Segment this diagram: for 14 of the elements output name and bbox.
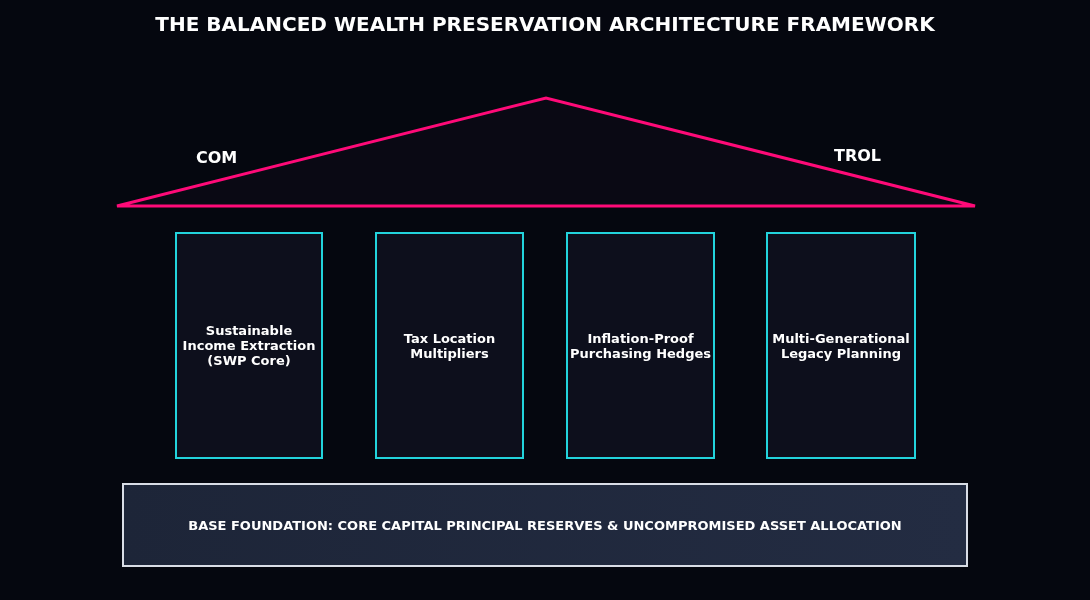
foundation-text: BASE FOUNDATION: CORE CAPITAL PRINCIPAL RESERVES & UNCOMPROMISED ASSET ALLOCATION (188, 517, 902, 533)
pillar-text: Sustainable Income Extraction (SWP Core) (181, 323, 317, 368)
diagram-title: THE BALANCED WEALTH PRESERVATION ARCHITECTURE FRAMEWORK (154, 12, 936, 36)
pillar-box (766, 232, 916, 459)
roof-triangle (115, 96, 977, 209)
pillar-box (566, 232, 715, 459)
pillar-text: Multi-Generational Legacy Planning (771, 330, 911, 361)
roof-text: TROL (834, 146, 882, 165)
pillar-text: Inflation-Proof Purchasing Hedges (568, 330, 713, 361)
pillar-text: Tax Location Multipliers (402, 330, 497, 361)
pillar-box (375, 232, 524, 459)
pillar-box (175, 232, 323, 459)
foundation-box (122, 483, 968, 567)
roof-text: COM (196, 148, 238, 167)
